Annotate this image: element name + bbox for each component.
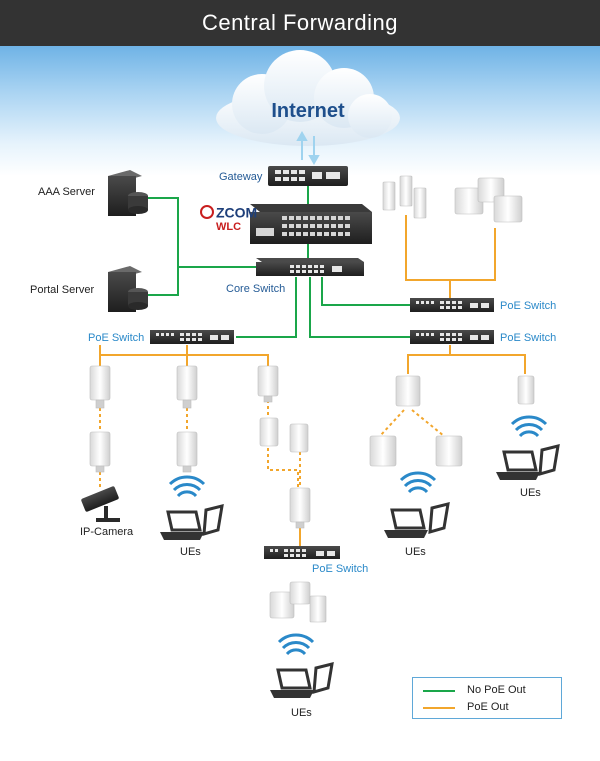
- core-switch-icon: [256, 258, 364, 276]
- gateway-device-icon: [268, 166, 348, 186]
- poe-switch-lower-right-label: PoE Switch: [500, 332, 557, 344]
- poe-switch-left-icon: [150, 330, 234, 344]
- zcom-logo: ZCOM: [200, 203, 257, 220]
- no-poe-links: [146, 186, 410, 338]
- poe-dashed-links: [99, 400, 445, 488]
- portal-server-label: Portal Server: [30, 284, 95, 296]
- poe-switch-bottom-icon: [264, 546, 340, 559]
- wlc-controller-icon: [250, 204, 372, 244]
- poe-switch-upper-right-icon: [410, 298, 494, 312]
- internet-label: Internet: [271, 100, 345, 122]
- legend-swatch-no-poe: [423, 690, 455, 692]
- wlc-label: WLC: [216, 221, 242, 233]
- poe-switch-bottom-label: PoE Switch: [312, 563, 369, 575]
- internet-cloud-icon: [216, 50, 400, 146]
- ues-left-icon: [160, 475, 224, 540]
- ip-camera-icon: [81, 486, 120, 522]
- legend-item-poe: PoE Out: [423, 701, 558, 715]
- ues-right-label: UEs: [520, 487, 541, 499]
- poe-switch-left-label: PoE Switch: [88, 332, 145, 344]
- ip-camera-label: IP-Camera: [80, 526, 134, 538]
- ues-right-icon: [496, 415, 560, 480]
- logo-brand: ZCOM: [216, 204, 258, 221]
- uplink-arrows-icon: [296, 130, 320, 166]
- legend-item-no-poe: No PoE Out: [423, 684, 558, 698]
- ues-middle-icon: [384, 471, 450, 538]
- gateway-label: Gateway: [219, 171, 263, 183]
- legend: No PoE Out PoE Out: [412, 677, 562, 719]
- core-switch-label: Core Switch: [226, 283, 286, 295]
- zcom-ring-icon: [200, 205, 214, 220]
- ues-middle-label: UEs: [405, 546, 426, 558]
- ues-bottom-label: UEs: [291, 707, 312, 719]
- legend-label-poe: PoE Out: [467, 701, 509, 713]
- legend-label-no-poe: No PoE Out: [467, 684, 526, 696]
- panel-ap-icon: [269, 175, 535, 623]
- aaa-server-icon: [108, 170, 148, 216]
- legend-swatch-poe: [423, 707, 455, 709]
- page-title: Central Forwarding: [0, 0, 600, 46]
- portal-server-icon: [108, 266, 148, 312]
- ues-left-label: UEs: [180, 546, 201, 558]
- outdoor-ap-icon: [89, 365, 311, 529]
- aaa-server-label: AAA Server: [38, 186, 95, 198]
- poe-switch-upper-right-label: PoE Switch: [500, 300, 557, 312]
- ues-bottom-icon: [270, 633, 334, 698]
- poe-switch-lower-right-icon: [410, 330, 494, 344]
